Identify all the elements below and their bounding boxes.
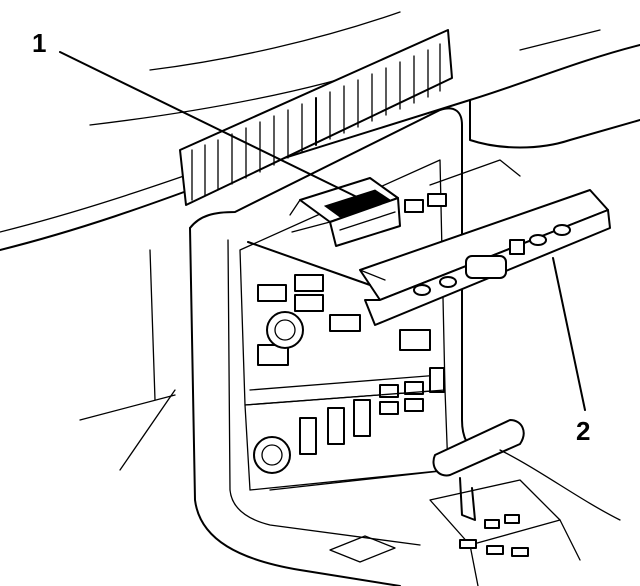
panel-button (399, 329, 431, 351)
switch-assembly-component-2 (359, 159, 611, 326)
panel-slider (327, 407, 345, 445)
switch-button (553, 224, 571, 236)
shift-indicator (484, 519, 500, 529)
lower-panel (244, 389, 451, 491)
callout-2-label: 2 (576, 416, 590, 446)
console-bezel (79, 107, 481, 586)
switch-button (413, 284, 431, 296)
volume-knob-icon (266, 311, 304, 349)
shift-indicator (511, 547, 529, 557)
switch-button (509, 239, 525, 255)
callout-1-leader (247, 241, 371, 286)
shift-indicator (486, 545, 504, 555)
panel-button (294, 294, 324, 312)
temperature-knob-icon (253, 436, 291, 474)
callout-1-label: 1 (32, 28, 46, 58)
panel-button (329, 314, 361, 332)
panel-slider (353, 399, 371, 437)
shift-indicator (504, 514, 520, 524)
switch-button (439, 276, 457, 288)
panel-button (257, 344, 289, 366)
switch-button (529, 234, 547, 246)
panel-button (429, 367, 445, 393)
panel-button (404, 398, 424, 412)
panel-button (404, 381, 424, 395)
shift-indicator (459, 539, 477, 549)
panel-button (294, 274, 324, 292)
connector-tab (427, 193, 447, 207)
switch-button (465, 255, 507, 279)
gear-shifter (329, 419, 621, 586)
connector-component-1 (289, 177, 447, 247)
panel-button (257, 284, 287, 302)
panel-slider (299, 417, 317, 455)
callout-1-leader (59, 51, 364, 201)
panel-button (379, 401, 399, 415)
connector-tab (404, 199, 424, 213)
air-vent (179, 29, 453, 206)
callout-2-leader (552, 257, 586, 411)
